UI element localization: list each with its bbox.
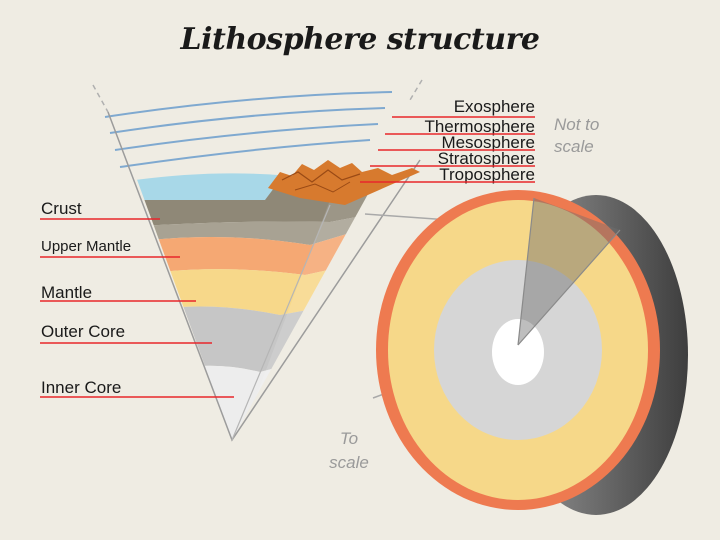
note-not-to-scale-line2: scale xyxy=(554,137,594,156)
atmosphere-arcs xyxy=(104,91,393,168)
label-thermosphere: Thermosphere xyxy=(424,117,535,136)
sphere-wedge-highlight xyxy=(518,198,620,345)
label-mantle: Mantle xyxy=(41,283,92,302)
label-upper-mantle: Upper Mantle xyxy=(41,238,131,255)
scale-notes: Not to scale To scale xyxy=(329,115,599,472)
sphere-inner-core xyxy=(492,319,544,385)
crust-band xyxy=(130,170,420,226)
label-outer-core: Outer Core xyxy=(41,322,125,341)
interior-labels: Crust Upper Mantle Mantle Outer Core Inn… xyxy=(40,199,234,398)
wedge-cross-section xyxy=(130,170,420,440)
label-stratosphere: Stratosphere xyxy=(438,149,535,168)
cone-guide-lines xyxy=(92,79,423,113)
label-crust: Crust xyxy=(41,199,82,218)
note-to-scale-line1: To xyxy=(340,429,358,448)
mountains xyxy=(268,160,420,205)
label-inner-core: Inner Core xyxy=(41,378,121,397)
label-exosphere: Exosphere xyxy=(454,97,535,116)
earth-sphere xyxy=(376,190,688,515)
ocean xyxy=(135,173,278,200)
note-not-to-scale-line1: Not to xyxy=(554,115,599,134)
label-mesosphere: Mesosphere xyxy=(441,133,535,152)
label-troposphere: Troposphere xyxy=(439,165,535,184)
slide-title: Lithosphere structure xyxy=(180,22,540,57)
atmosphere-labels: Exosphere Thermosphere Mesosphere Strato… xyxy=(360,97,535,184)
note-to-scale-line2: scale xyxy=(329,453,369,472)
